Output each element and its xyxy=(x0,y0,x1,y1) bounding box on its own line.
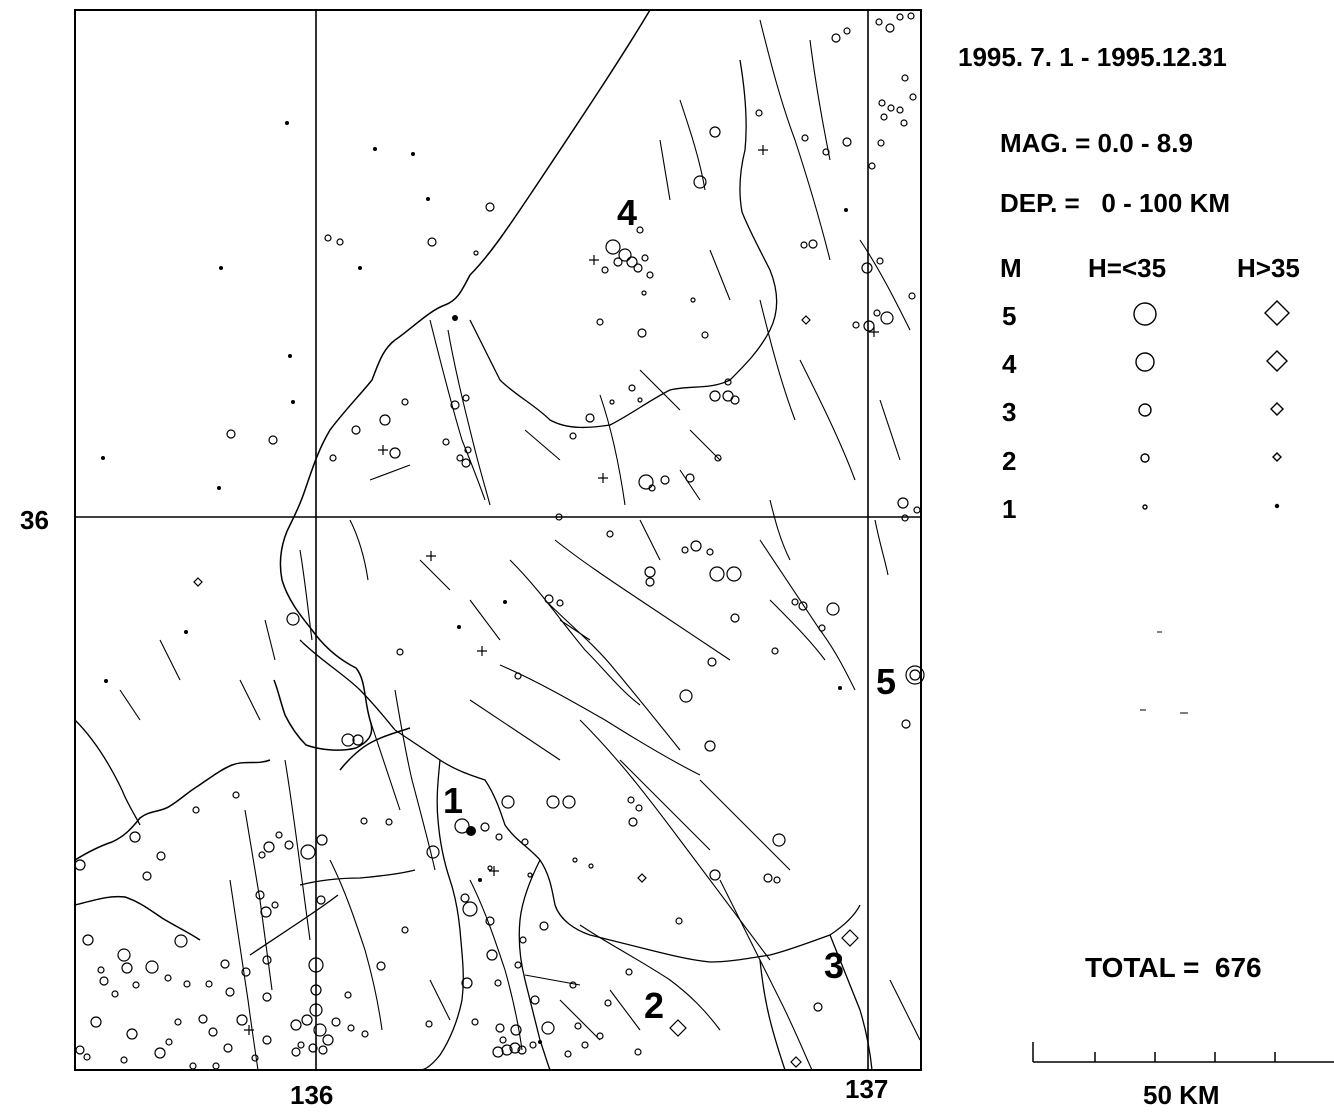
region-label-3: 3 xyxy=(824,945,845,986)
latitude-label: 36 xyxy=(20,505,49,535)
legend-row-magnitude: 2 xyxy=(1002,446,1017,476)
epicenters-cross xyxy=(244,145,879,1035)
date-range: 1995. 7. 1 - 1995.12.31 xyxy=(958,42,1227,72)
map-frame xyxy=(74,9,922,1071)
legend-row-magnitude: 5 xyxy=(1002,301,1017,331)
total-count: TOTAL = 676 xyxy=(1085,952,1262,983)
legend-row-magnitude: 1 xyxy=(1002,494,1017,524)
longitude-label-137: 137 xyxy=(845,1074,889,1104)
legend-row-magnitude: 3 xyxy=(1002,397,1017,427)
legend-symbols xyxy=(1133,300,1290,510)
legend-header-shallow: H=<35 xyxy=(1088,253,1167,283)
boundaries xyxy=(74,59,873,1071)
legend-header-deep: H>35 xyxy=(1237,253,1300,283)
epicenters-small xyxy=(101,121,848,1044)
legend-row-magnitude: 4 xyxy=(1002,349,1017,379)
legend-header-m: M xyxy=(1000,253,1022,283)
epicenters-shallow xyxy=(74,12,925,1070)
region-label-4: 4 xyxy=(617,192,638,233)
region-label-1: 1 xyxy=(443,780,464,821)
epicenters-deep xyxy=(193,315,859,1068)
active-faults xyxy=(119,19,921,1071)
magnitude-range: MAG. = 0.0 - 8.9 xyxy=(1000,128,1193,158)
coastline xyxy=(74,9,651,941)
scale-bar xyxy=(1032,1042,1334,1063)
scale-label: 50 KM xyxy=(1143,1080,1220,1110)
region-label-2: 2 xyxy=(644,985,665,1026)
depth-range: DEP. = 0 - 100 KM xyxy=(1000,188,1231,218)
longitude-label-136: 136 xyxy=(290,1080,334,1110)
legend-marks xyxy=(1140,631,1188,714)
region-label-5: 5 xyxy=(876,661,897,702)
